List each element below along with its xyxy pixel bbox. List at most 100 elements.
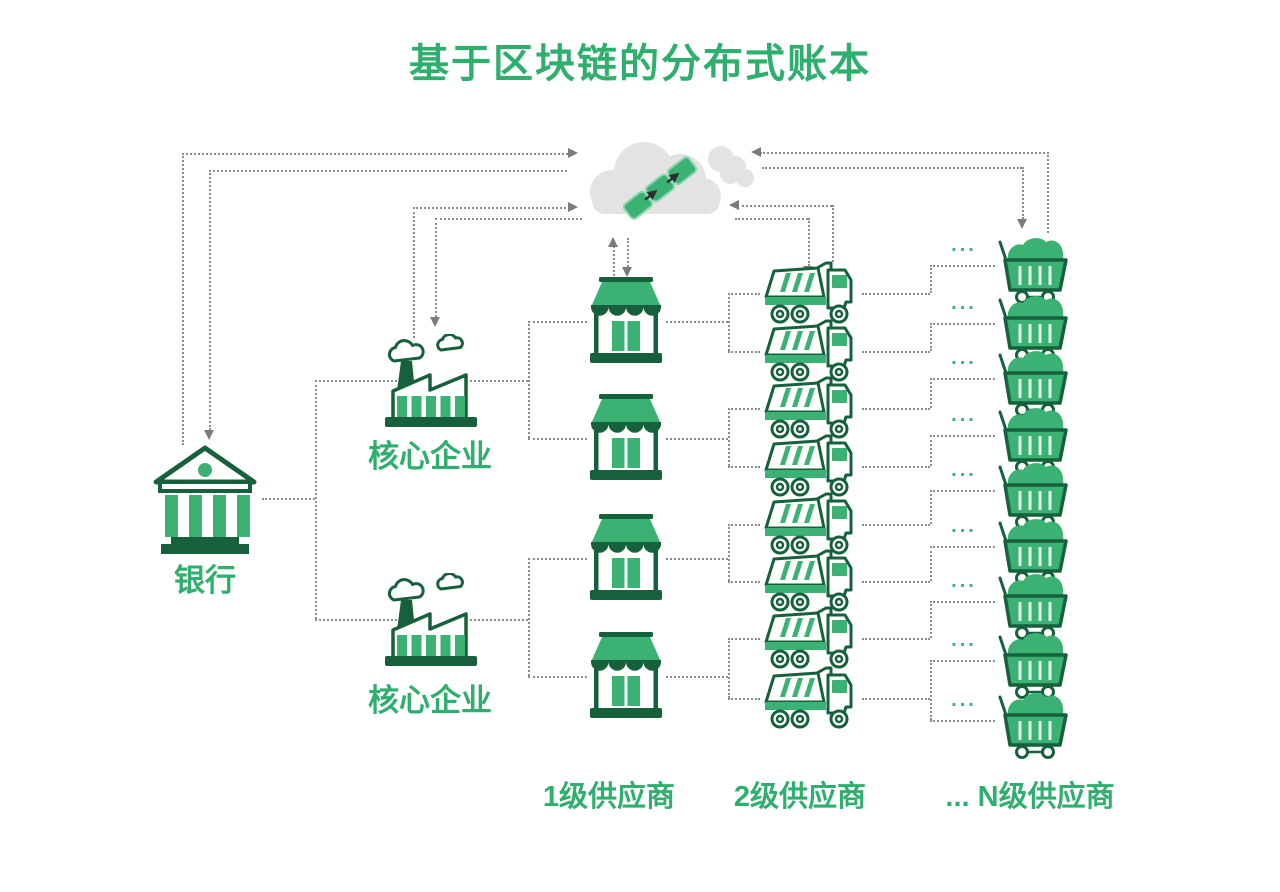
dotted-connector	[728, 638, 760, 640]
arrowhead-icon	[204, 430, 214, 440]
storefront-icon	[587, 514, 665, 602]
dump-truck-icon	[760, 434, 860, 498]
dotted-connector	[728, 638, 730, 698]
core-enterprise-label: 核心企业	[368, 439, 492, 474]
chain-link-icon	[622, 156, 698, 220]
dotted-connector	[930, 601, 932, 638]
core-enterprise-label: 核心企业	[368, 683, 492, 718]
dotted-connector	[528, 321, 587, 323]
ellipsis-dots: ...	[951, 570, 977, 592]
dotted-connector	[315, 619, 397, 621]
dotted-connector	[182, 153, 184, 445]
ellipsis-dots: ...	[951, 234, 977, 256]
tier1-label: 1级供应商	[542, 781, 676, 813]
dotted-connector	[930, 323, 932, 351]
dotted-connector	[762, 167, 1022, 169]
dotted-connector	[666, 438, 728, 440]
arrowhead-icon	[729, 200, 739, 210]
dotted-connector	[728, 408, 760, 410]
dotted-connector	[728, 698, 760, 700]
dotted-connector	[832, 205, 834, 262]
dump-truck-icon	[760, 666, 860, 730]
arrowhead-icon	[622, 267, 632, 277]
storefront-icon	[587, 632, 665, 720]
dotted-connector	[470, 380, 528, 382]
dotted-connector	[315, 380, 397, 382]
dotted-connector	[930, 378, 995, 380]
bank-icon	[150, 443, 260, 555]
dotted-connector	[760, 152, 1049, 154]
dotted-connector	[728, 466, 760, 468]
dotted-connector	[435, 218, 582, 220]
arrowhead-icon	[568, 148, 578, 158]
dotted-connector	[209, 170, 211, 430]
dotted-connector	[666, 676, 728, 678]
dotted-connector	[862, 293, 930, 295]
dotted-connector	[728, 293, 730, 351]
dotted-connector	[930, 435, 932, 466]
dotted-connector	[182, 153, 572, 155]
mine-cart-icon	[997, 514, 1073, 588]
dotted-connector	[808, 218, 810, 266]
ellipsis-dots: ...	[951, 515, 977, 537]
dotted-connector	[930, 720, 995, 722]
dump-truck-icon	[760, 376, 860, 440]
dotted-connector	[728, 524, 730, 581]
bank-label: 银行	[174, 563, 236, 598]
dotted-connector	[262, 498, 315, 500]
dotted-connector	[930, 323, 995, 325]
page-title: 基于区块链的分布式账本	[409, 42, 871, 86]
dotted-connector	[737, 205, 832, 207]
dotted-connector	[735, 218, 808, 220]
arrowhead-icon	[1017, 219, 1027, 229]
dotted-connector	[930, 378, 932, 408]
dotted-connector	[728, 581, 760, 583]
dotted-connector	[862, 698, 930, 700]
mine-cart-icon	[997, 403, 1073, 477]
dotted-connector	[413, 207, 570, 209]
dotted-connector	[930, 265, 995, 267]
dotted-connector	[666, 558, 728, 560]
tier2-label: 2级供应商	[733, 781, 867, 813]
dotted-connector	[528, 558, 530, 676]
mine-cart-icon	[997, 688, 1073, 762]
mine-cart-icon	[997, 233, 1073, 307]
dotted-connector	[862, 524, 930, 526]
dotted-connector	[413, 207, 415, 338]
factory-icon	[378, 333, 483, 429]
dotted-connector	[862, 466, 930, 468]
dump-truck-icon	[760, 492, 860, 556]
dotted-connector	[728, 293, 760, 295]
dotted-connector	[528, 676, 587, 678]
dotted-connector	[209, 170, 567, 172]
dotted-connector	[930, 546, 995, 548]
dotted-connector	[1022, 167, 1024, 219]
dotted-connector	[470, 619, 528, 621]
dump-truck-icon	[760, 261, 860, 325]
dotted-connector	[862, 408, 930, 410]
dotted-connector	[627, 238, 629, 267]
dotted-connector	[728, 408, 730, 466]
dotted-connector	[666, 321, 728, 323]
arrowhead-icon	[751, 147, 761, 157]
tierN-label: ... N级供应商	[945, 781, 1115, 813]
ellipsis-dots: ...	[951, 404, 977, 426]
blockchain-cloud-icon	[572, 124, 757, 239]
dotted-connector	[315, 380, 317, 619]
dump-truck-icon	[760, 549, 860, 613]
dotted-connector	[930, 601, 995, 603]
ellipsis-dots: ...	[951, 689, 977, 711]
dotted-connector	[435, 218, 437, 317]
ellipsis-dots: ...	[951, 347, 977, 369]
arrowhead-icon	[430, 317, 440, 327]
dotted-connector	[930, 546, 932, 581]
dotted-connector	[613, 246, 615, 276]
factory-icon	[378, 572, 483, 668]
arrowhead-icon	[608, 237, 618, 247]
mine-cart-icon	[997, 346, 1073, 420]
dotted-connector	[528, 438, 587, 440]
dotted-connector	[862, 638, 930, 640]
dotted-connector	[930, 660, 995, 662]
dotted-connector	[930, 435, 995, 437]
